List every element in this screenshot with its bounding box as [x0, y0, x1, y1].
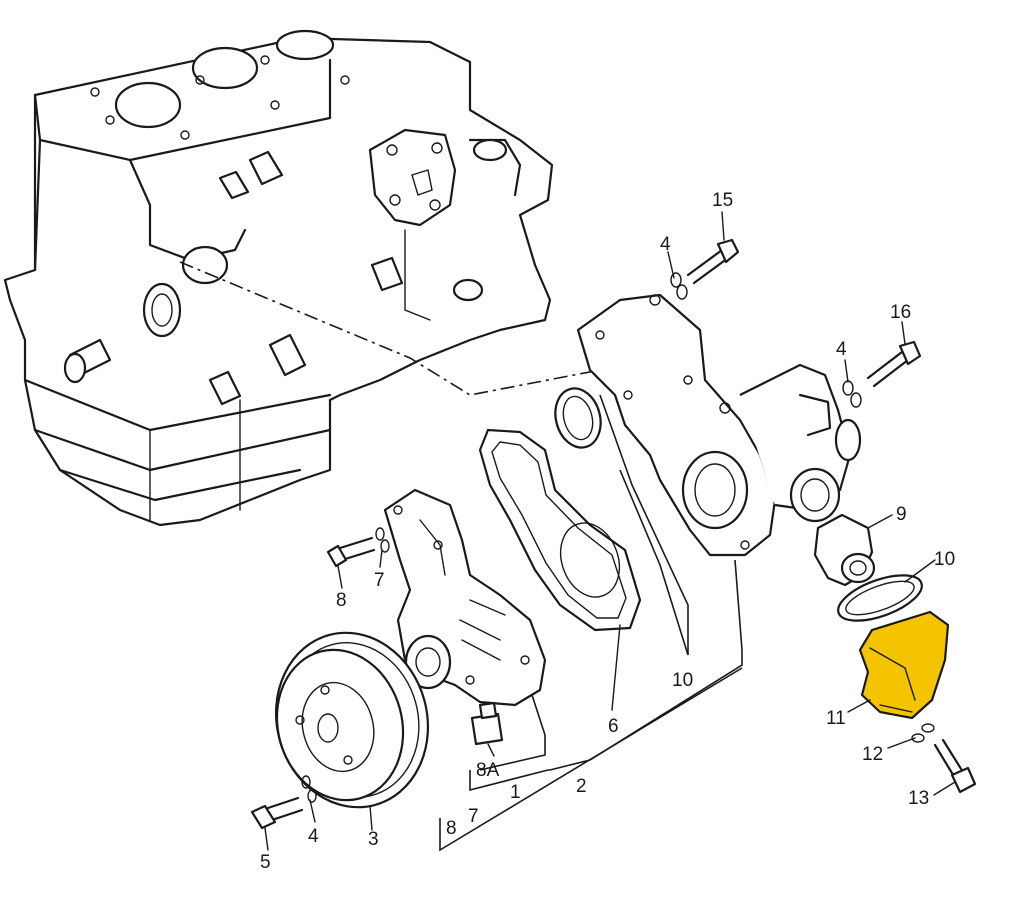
label-5: 5 [260, 852, 271, 873]
bolt-16 [842, 340, 922, 408]
label-1: 1 [510, 782, 521, 803]
bolt-15 [670, 238, 740, 300]
label-4-top: 4 [660, 234, 671, 255]
group-brackets [439, 394, 743, 852]
label-15: 15 [712, 190, 733, 211]
label-10-bottom: 10 [672, 670, 693, 691]
callout-labels: 15 4 16 4 9 10 11 12 13 10 6 7 8 8A 1 2 … [260, 190, 955, 873]
plug-8A [470, 701, 504, 746]
engine-block [3, 29, 554, 527]
label-7-upper: 7 [374, 570, 385, 591]
coolant-housing [576, 293, 862, 557]
bolt-5 [250, 775, 317, 830]
label-8-lower: 8 [446, 818, 457, 839]
elbow-fill [858, 610, 950, 720]
thermostat [813, 513, 876, 587]
label-8-upper: 8 [336, 590, 347, 611]
label-6: 6 [608, 716, 619, 737]
label-8A: 8A [476, 760, 500, 781]
leader-lines [264, 211, 956, 851]
water-pump-body [383, 488, 547, 707]
pulley [274, 631, 430, 809]
o-ring-seal [554, 387, 602, 449]
label-4-bottom: 4 [308, 826, 319, 847]
label-11: 11 [826, 708, 846, 729]
label-3: 3 [368, 829, 379, 850]
label-4-right: 4 [836, 339, 847, 360]
washer-12 [911, 723, 935, 743]
label-10-right: 10 [934, 549, 955, 570]
seal-ring [837, 574, 923, 622]
label-9: 9 [896, 504, 907, 525]
label-12: 12 [862, 744, 883, 765]
coolant-elbow-highlighted [858, 610, 950, 720]
bolt-13 [933, 738, 977, 794]
label-2: 2 [576, 776, 587, 797]
label-7-lower: 7 [468, 806, 479, 827]
bolt-8 [326, 527, 390, 568]
label-13: 13 [908, 788, 929, 809]
pump-gasket [478, 428, 642, 632]
label-16: 16 [890, 302, 911, 323]
